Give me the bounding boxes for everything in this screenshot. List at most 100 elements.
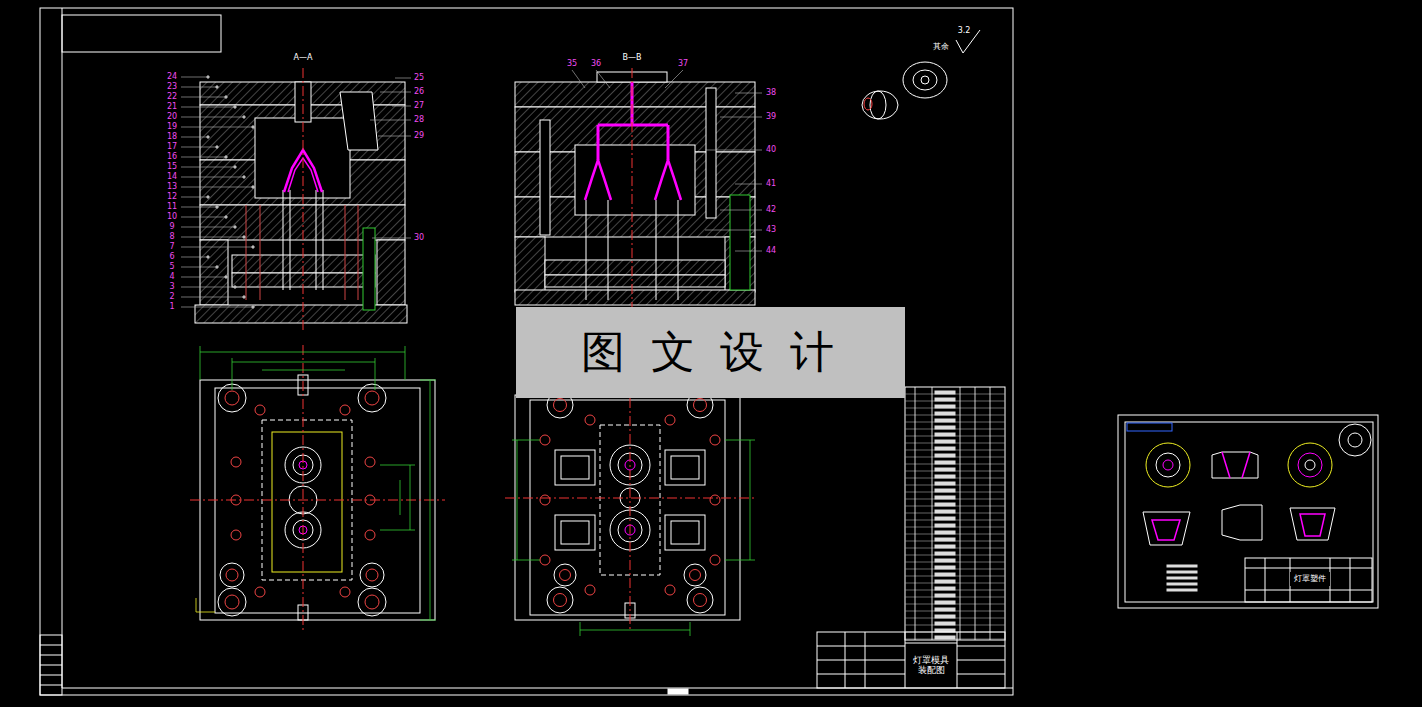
callout-number: 26 <box>413 88 425 96</box>
table-text-mark <box>935 566 955 569</box>
section-title: A—A <box>293 54 314 62</box>
leader-line <box>735 93 762 94</box>
plan-outline <box>515 395 740 620</box>
leader-line <box>181 297 244 298</box>
table-text-mark <box>935 482 955 485</box>
table-text-mark <box>935 580 955 583</box>
leader-dot <box>216 86 218 88</box>
runner <box>598 82 668 160</box>
dimension <box>580 622 690 636</box>
slider <box>555 450 595 485</box>
leader-dot <box>207 256 209 258</box>
table-text-mark <box>935 468 955 471</box>
screw-hole <box>365 530 375 540</box>
mold-plate <box>515 237 545 292</box>
cooling-line <box>272 432 342 572</box>
callout-number: 22 <box>166 93 178 101</box>
leader-line <box>181 137 208 138</box>
guide-hole <box>684 564 706 586</box>
callout-number: 30 <box>413 234 425 242</box>
table-text-mark <box>935 419 955 422</box>
leader-line <box>181 77 208 78</box>
leader-line <box>370 120 411 121</box>
part-view <box>1348 433 1362 447</box>
leader-line <box>705 230 762 231</box>
leader-line <box>181 127 253 128</box>
sketch <box>903 62 947 98</box>
part-view <box>1339 424 1371 456</box>
title-cell: 灯罩塑件 <box>1290 572 1330 585</box>
table-text-mark <box>935 587 955 590</box>
parts-list-column <box>932 387 933 640</box>
leader-line <box>181 157 226 158</box>
callout-number: 28 <box>413 116 425 124</box>
callout-number: 20 <box>166 113 178 121</box>
watermark-text: 图 文 设 计 <box>581 327 841 378</box>
leader-line <box>181 237 244 238</box>
mold-plate <box>545 275 725 287</box>
center-line <box>303 68 304 330</box>
sketch <box>921 76 929 84</box>
leader-line <box>735 251 762 252</box>
table-text-mark <box>935 475 955 478</box>
mold-plate <box>200 240 228 305</box>
leader-line <box>181 177 244 178</box>
table-text-mark <box>935 615 955 618</box>
note-mark <box>1167 589 1197 591</box>
leader-line <box>181 277 226 278</box>
title-block-line <box>905 643 957 644</box>
screw-hole <box>255 405 265 415</box>
callout-number: 3 <box>168 283 175 291</box>
leader-line <box>665 70 683 88</box>
guide-hole <box>358 588 386 616</box>
table-text-mark <box>935 426 955 429</box>
bar <box>668 689 688 694</box>
callout-number: 16 <box>166 153 178 161</box>
ejector-pin <box>283 190 284 290</box>
leader-line <box>181 247 253 248</box>
table-text-mark <box>935 545 955 548</box>
title-block-line <box>817 674 905 675</box>
table-text-mark <box>935 524 955 527</box>
leader-dot <box>252 186 254 188</box>
table-text-mark <box>935 433 955 436</box>
frame-line <box>1125 422 1373 602</box>
slider <box>561 521 589 544</box>
guide-pin <box>363 228 375 310</box>
dimension <box>725 440 755 560</box>
table-text-mark <box>935 552 955 555</box>
table-text-mark <box>935 559 955 562</box>
screw-hole <box>585 585 595 595</box>
leader-line <box>181 197 208 198</box>
note-mark <box>1167 577 1197 579</box>
callout-number: 21 <box>166 103 178 111</box>
callout-number: 11 <box>166 203 178 211</box>
part-view <box>1163 460 1173 470</box>
leader-line <box>181 117 244 118</box>
table-text-mark <box>935 608 955 611</box>
leader-line <box>735 184 762 185</box>
title-block-line <box>817 660 905 661</box>
title-block-line <box>957 674 1005 675</box>
screw-hole <box>540 555 550 565</box>
sheet-border <box>40 8 1013 695</box>
leader-line <box>392 106 411 107</box>
title-cell: 灯罩模具 装配图 <box>907 653 955 678</box>
center-line <box>190 500 445 501</box>
callout-number: 8 <box>168 233 175 241</box>
title-block-line <box>1245 568 1372 569</box>
title-block-line <box>957 646 1005 647</box>
screw-hole <box>340 587 350 597</box>
callout-number: 17 <box>166 143 178 151</box>
table-text-mark <box>935 503 955 506</box>
title-block-line <box>1245 590 1372 591</box>
leader-dot <box>207 136 209 138</box>
leader-dot <box>225 216 227 218</box>
screw-hole <box>231 457 241 467</box>
leader-line <box>181 97 226 98</box>
guide-hole <box>218 588 246 616</box>
guide-hole <box>220 563 244 587</box>
sketch <box>862 91 898 119</box>
sketch <box>864 98 872 110</box>
part-view <box>1288 443 1332 487</box>
